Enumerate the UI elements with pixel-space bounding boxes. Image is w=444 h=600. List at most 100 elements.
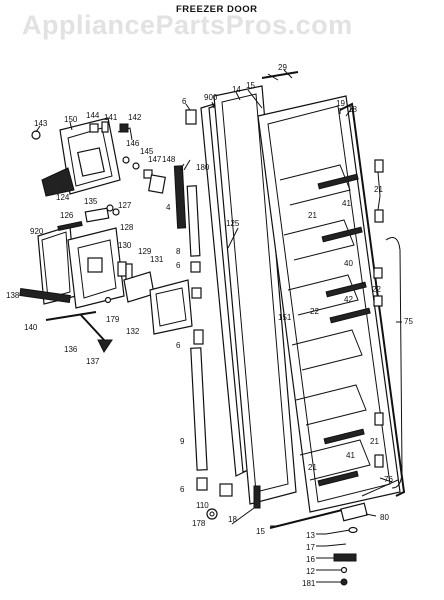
callout-18-b: 18 <box>228 515 237 524</box>
callout-21-b: 21 <box>308 211 317 220</box>
callout-75: 75 <box>404 317 413 326</box>
callout-148: 148 <box>162 155 176 164</box>
parts-144-141-142 <box>89 121 133 141</box>
part-124 <box>41 167 75 197</box>
callout-131: 131 <box>150 255 164 264</box>
part-18-bottom <box>253 485 261 509</box>
shelf-bar-42 <box>329 307 371 324</box>
trim-strip-8 <box>186 185 201 257</box>
part-143 <box>31 130 41 140</box>
trim-blocks-6 <box>190 261 204 345</box>
callout-13: 13 <box>306 531 315 540</box>
callout-4: 4 <box>166 203 171 212</box>
callout-15: 15 <box>246 81 255 90</box>
trim-strip-6-top <box>185 109 197 125</box>
part-179 <box>104 296 112 304</box>
callout-136: 136 <box>64 345 78 354</box>
shelf-bar-41-low <box>317 428 365 487</box>
watermark: AppliancePartsPros.com <box>22 10 353 40</box>
callout-920: 920 <box>30 227 44 236</box>
dispenser-door-128 <box>67 227 125 309</box>
door-panel-14 <box>213 85 297 505</box>
callout-181: 181 <box>302 579 316 588</box>
bar-15-bottom <box>269 507 351 529</box>
shelf-bar-40 <box>325 281 367 298</box>
callout-124: 124 <box>56 193 70 202</box>
callout-6-b: 6 <box>176 261 181 270</box>
callout-42: 42 <box>344 295 353 304</box>
callout-135: 135 <box>84 197 98 206</box>
callout-29: 29 <box>278 63 287 72</box>
callout-22-a: 22 <box>372 285 381 294</box>
bar-138 <box>19 287 71 304</box>
callout-9: 9 <box>180 437 185 446</box>
callout-41-a: 41 <box>342 199 351 208</box>
rod-76 <box>361 479 399 497</box>
callout-18: 18 <box>348 105 357 114</box>
callout-146: 146 <box>126 139 140 148</box>
callout-140: 140 <box>24 323 38 332</box>
callout-142: 142 <box>128 113 142 122</box>
callout-145: 145 <box>140 147 154 156</box>
callout-180: 180 <box>196 163 210 172</box>
panel-132 <box>149 279 193 335</box>
callout-125: 125 <box>226 219 240 228</box>
callout-6: 6 <box>182 97 187 106</box>
callout-127: 127 <box>118 201 132 210</box>
callout-128: 128 <box>120 223 134 232</box>
leader-lines <box>35 89 402 583</box>
callout-15-b: 15 <box>256 527 265 536</box>
diagram-title: FREEZER DOOR <box>176 4 258 15</box>
parts-146-145-147 <box>122 156 153 179</box>
callout-137: 137 <box>86 357 100 366</box>
callout-138: 138 <box>6 291 20 300</box>
callout-151: 151 <box>278 313 292 322</box>
callout-40: 40 <box>344 259 353 268</box>
callout-22-b: 22 <box>310 307 319 316</box>
callout-12: 12 <box>306 567 315 576</box>
callout-19: 19 <box>336 99 345 108</box>
callout-41-b: 41 <box>346 451 355 460</box>
part-178 <box>206 508 218 520</box>
shelf-bar-41-mid <box>321 226 363 243</box>
callout-126: 126 <box>60 211 74 220</box>
callout-17: 17 <box>306 543 315 552</box>
callout-143: 143 <box>34 119 48 128</box>
callout-110: 110 <box>196 501 209 510</box>
callout-16: 16 <box>306 555 315 564</box>
hinge-29 <box>261 69 299 81</box>
callout-132: 132 <box>126 327 140 336</box>
callout-6-c: 6 <box>176 341 181 350</box>
callout-130: 130 <box>118 241 132 250</box>
part-110 <box>219 483 233 497</box>
parts-126-135-127 <box>57 204 120 232</box>
callout-21-a: 21 <box>374 185 383 194</box>
hardware-13-17-16-12-181 <box>325 526 358 586</box>
callout-21-c: 21 <box>370 437 379 446</box>
trim-block-6-bottom <box>196 477 208 491</box>
shelf-clips-21 <box>374 159 384 468</box>
callout-129: 129 <box>138 247 152 256</box>
bracket-80 <box>340 502 368 522</box>
shelf-clips-22 <box>373 267 383 307</box>
callout-6-d: 6 <box>180 485 185 494</box>
callout-178: 178 <box>192 519 206 528</box>
wire-rod-75 <box>385 237 403 489</box>
part-148 <box>148 174 166 194</box>
trim-strip-9 <box>190 347 208 471</box>
callout-179: 179 <box>106 315 120 324</box>
callout-150: 150 <box>64 115 78 124</box>
callout-labels: 29 6 900 14 15 19 18 143 150 144 141 142… <box>6 63 413 588</box>
arm-136-137 <box>79 313 113 353</box>
callout-8: 8 <box>176 247 181 256</box>
shelf-bar-41-top <box>317 173 359 190</box>
callout-147: 147 <box>148 155 162 164</box>
callout-14: 14 <box>232 85 241 94</box>
lever-140 <box>45 311 97 321</box>
callout-21-d: 21 <box>308 463 317 472</box>
callout-76: 76 <box>384 475 393 484</box>
callout-141: 141 <box>104 113 118 122</box>
callout-900: 900 <box>204 93 218 102</box>
callout-80: 80 <box>380 513 389 522</box>
